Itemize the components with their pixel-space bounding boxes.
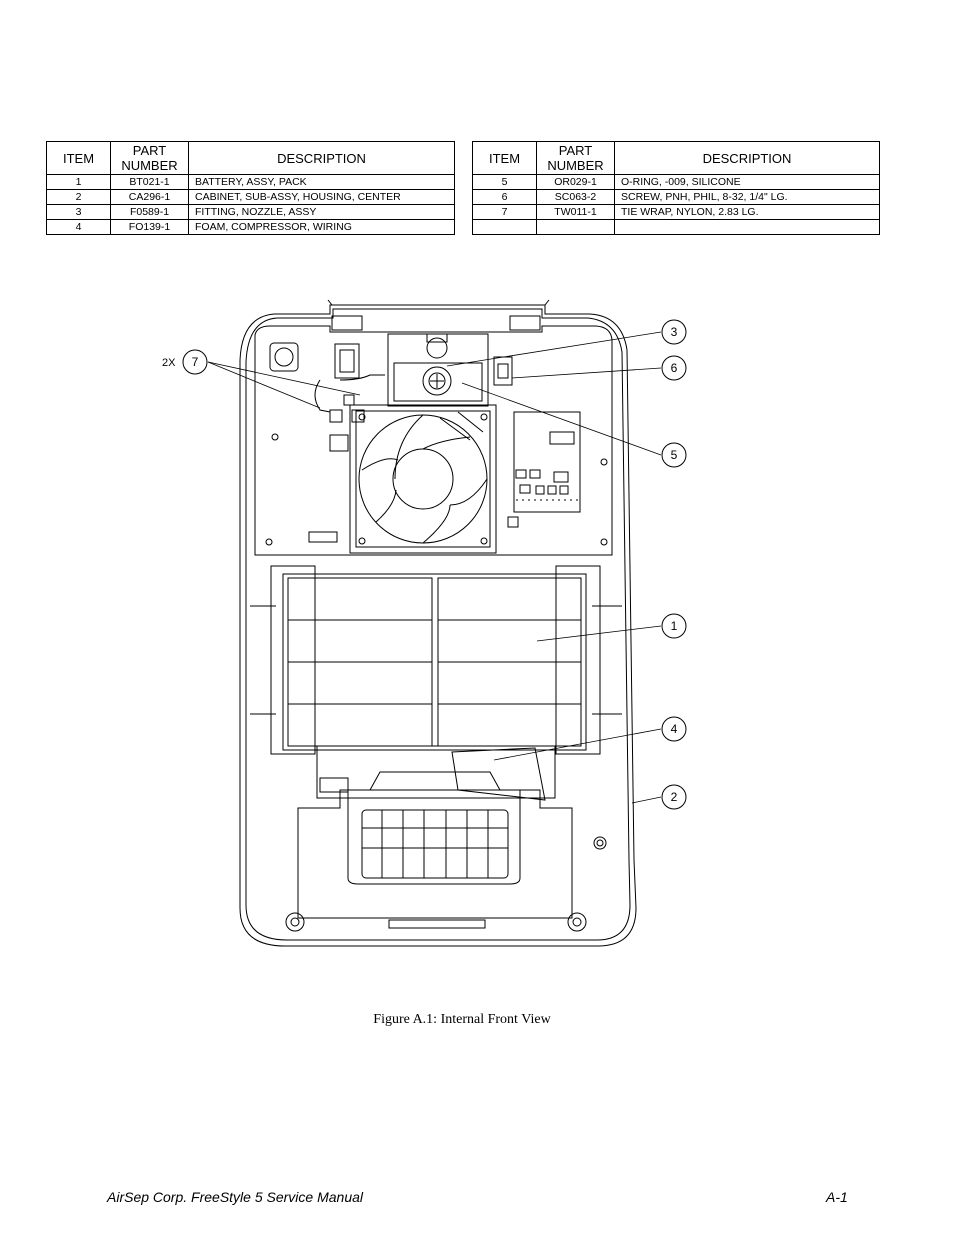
- housing-outline: [239, 299, 637, 947]
- header-part-number: PART NUMBER: [110, 141, 189, 175]
- svg-text:7: 7: [192, 355, 199, 369]
- svg-text:6: 6: [671, 361, 678, 375]
- upper-left-boss: [269, 342, 299, 372]
- table-header-row: ITEM PART NUMBER DESCRIPTION: [46, 141, 455, 175]
- cell-part: F0589-1: [110, 204, 189, 220]
- footer-page-number: A-1: [826, 1189, 848, 1205]
- balloon-7: 7: [182, 349, 208, 375]
- balloon-6: 6: [661, 355, 687, 381]
- table-row: 2 CA296-1 CABINET, SUB-ASSY, HOUSING, CE…: [46, 189, 455, 205]
- cell-item: 6: [472, 189, 537, 205]
- leader-lines: [207, 331, 662, 804]
- screw-hole: [600, 538, 608, 546]
- cell-part: CA296-1: [110, 189, 189, 205]
- table-row: [472, 219, 880, 235]
- valve-components: [314, 343, 385, 452]
- cell-description: FOAM, COMPRESSOR, WIRING: [188, 219, 455, 235]
- fan-assembly: [349, 333, 497, 554]
- cell-item: 4: [46, 219, 111, 235]
- circuit-board: [493, 356, 581, 528]
- svg-text:4: 4: [671, 722, 678, 736]
- screw-hole: [265, 538, 273, 546]
- svg-text:3: 3: [671, 325, 678, 339]
- cell-part: OR029-1: [536, 174, 615, 190]
- cell-description: [614, 219, 880, 235]
- cell-part: [536, 219, 615, 235]
- table-row: 6 SC063-2 SCREW, PNH, PHIL, 8-32, 1/4" L…: [472, 189, 880, 205]
- table-row: 1 BT021-1 BATTERY, ASSY, PACK: [46, 174, 455, 190]
- cell-part: SC063-2: [536, 189, 615, 205]
- header-description: DESCRIPTION: [188, 141, 455, 175]
- cell-item: 3: [46, 204, 111, 220]
- header-item: ITEM: [472, 141, 537, 175]
- header-part-line1: PART: [132, 143, 167, 158]
- table-row: 5 OR029-1 O-RING, -009, SILICONE: [472, 174, 880, 190]
- header-part-line2: NUMBER: [121, 158, 178, 173]
- header-part-line2: NUMBER: [547, 158, 604, 173]
- balloon-3: 3: [661, 319, 687, 345]
- parts-table-right: ITEM PART NUMBER DESCRIPTION 5 OR029-1 O…: [472, 141, 880, 235]
- cell-description: FITTING, NOZZLE, ASSY: [188, 204, 455, 220]
- table-row: 4 FO139-1 FOAM, COMPRESSOR, WIRING: [46, 219, 455, 235]
- cell-item: 1: [46, 174, 111, 190]
- svg-text:5: 5: [671, 448, 678, 462]
- cell-part: TW011-1: [536, 204, 615, 220]
- connector-strip: [308, 531, 338, 543]
- cell-description: CABINET, SUB-ASSY, HOUSING, CENTER: [188, 189, 455, 205]
- balloon-5: 5: [661, 442, 687, 468]
- header-part-number: PART NUMBER: [536, 141, 615, 175]
- header-item: ITEM: [46, 141, 111, 175]
- footer-manual-title: AirSep Corp. FreeStyle 5 Service Manual: [107, 1189, 363, 1205]
- cell-description: O-RING, -009, SILICONE: [614, 174, 880, 190]
- header-part-line1: PART: [558, 143, 593, 158]
- multiplier-label: 2X: [162, 357, 176, 369]
- balloon-2: 2: [661, 784, 687, 810]
- table-row: 7 TW011-1 TIE WRAP, NYLON, 2.83 LG.: [472, 204, 880, 220]
- header-description: DESCRIPTION: [614, 141, 880, 175]
- balloon-1: 1: [661, 613, 687, 639]
- balloon-4: 4: [661, 716, 687, 742]
- figure-caption: Figure A.1: Internal Front View: [373, 1012, 551, 1027]
- cell-item: 2: [46, 189, 111, 205]
- lower-compartment: [285, 745, 607, 932]
- screw-hole: [600, 458, 608, 466]
- svg-text:1: 1: [671, 619, 678, 633]
- svg-text:2: 2: [671, 790, 678, 804]
- battery-pack: [250, 565, 622, 755]
- screw-hole: [271, 433, 279, 441]
- cell-part: BT021-1: [110, 174, 189, 190]
- cell-description: SCREW, PNH, PHIL, 8-32, 1/4" LG.: [614, 189, 880, 205]
- cell-part: FO139-1: [110, 219, 189, 235]
- balloon-callouts: 2X 7 3 6 5 1 4 2: [162, 319, 687, 810]
- cell-item: [472, 219, 537, 235]
- internal-front-view-drawing: 2X 7 3 6 5 1 4 2: [162, 299, 687, 947]
- parts-table-left: ITEM PART NUMBER DESCRIPTION 1 BT021-1 B…: [46, 141, 455, 235]
- cell-item: 7: [472, 204, 537, 220]
- table-header-row: ITEM PART NUMBER DESCRIPTION: [472, 141, 880, 175]
- table-row: 3 F0589-1 FITTING, NOZZLE, ASSY: [46, 204, 455, 220]
- cell-item: 5: [472, 174, 537, 190]
- cell-description: TIE WRAP, NYLON, 2.83 LG.: [614, 204, 880, 220]
- cell-description: BATTERY, ASSY, PACK: [188, 174, 455, 190]
